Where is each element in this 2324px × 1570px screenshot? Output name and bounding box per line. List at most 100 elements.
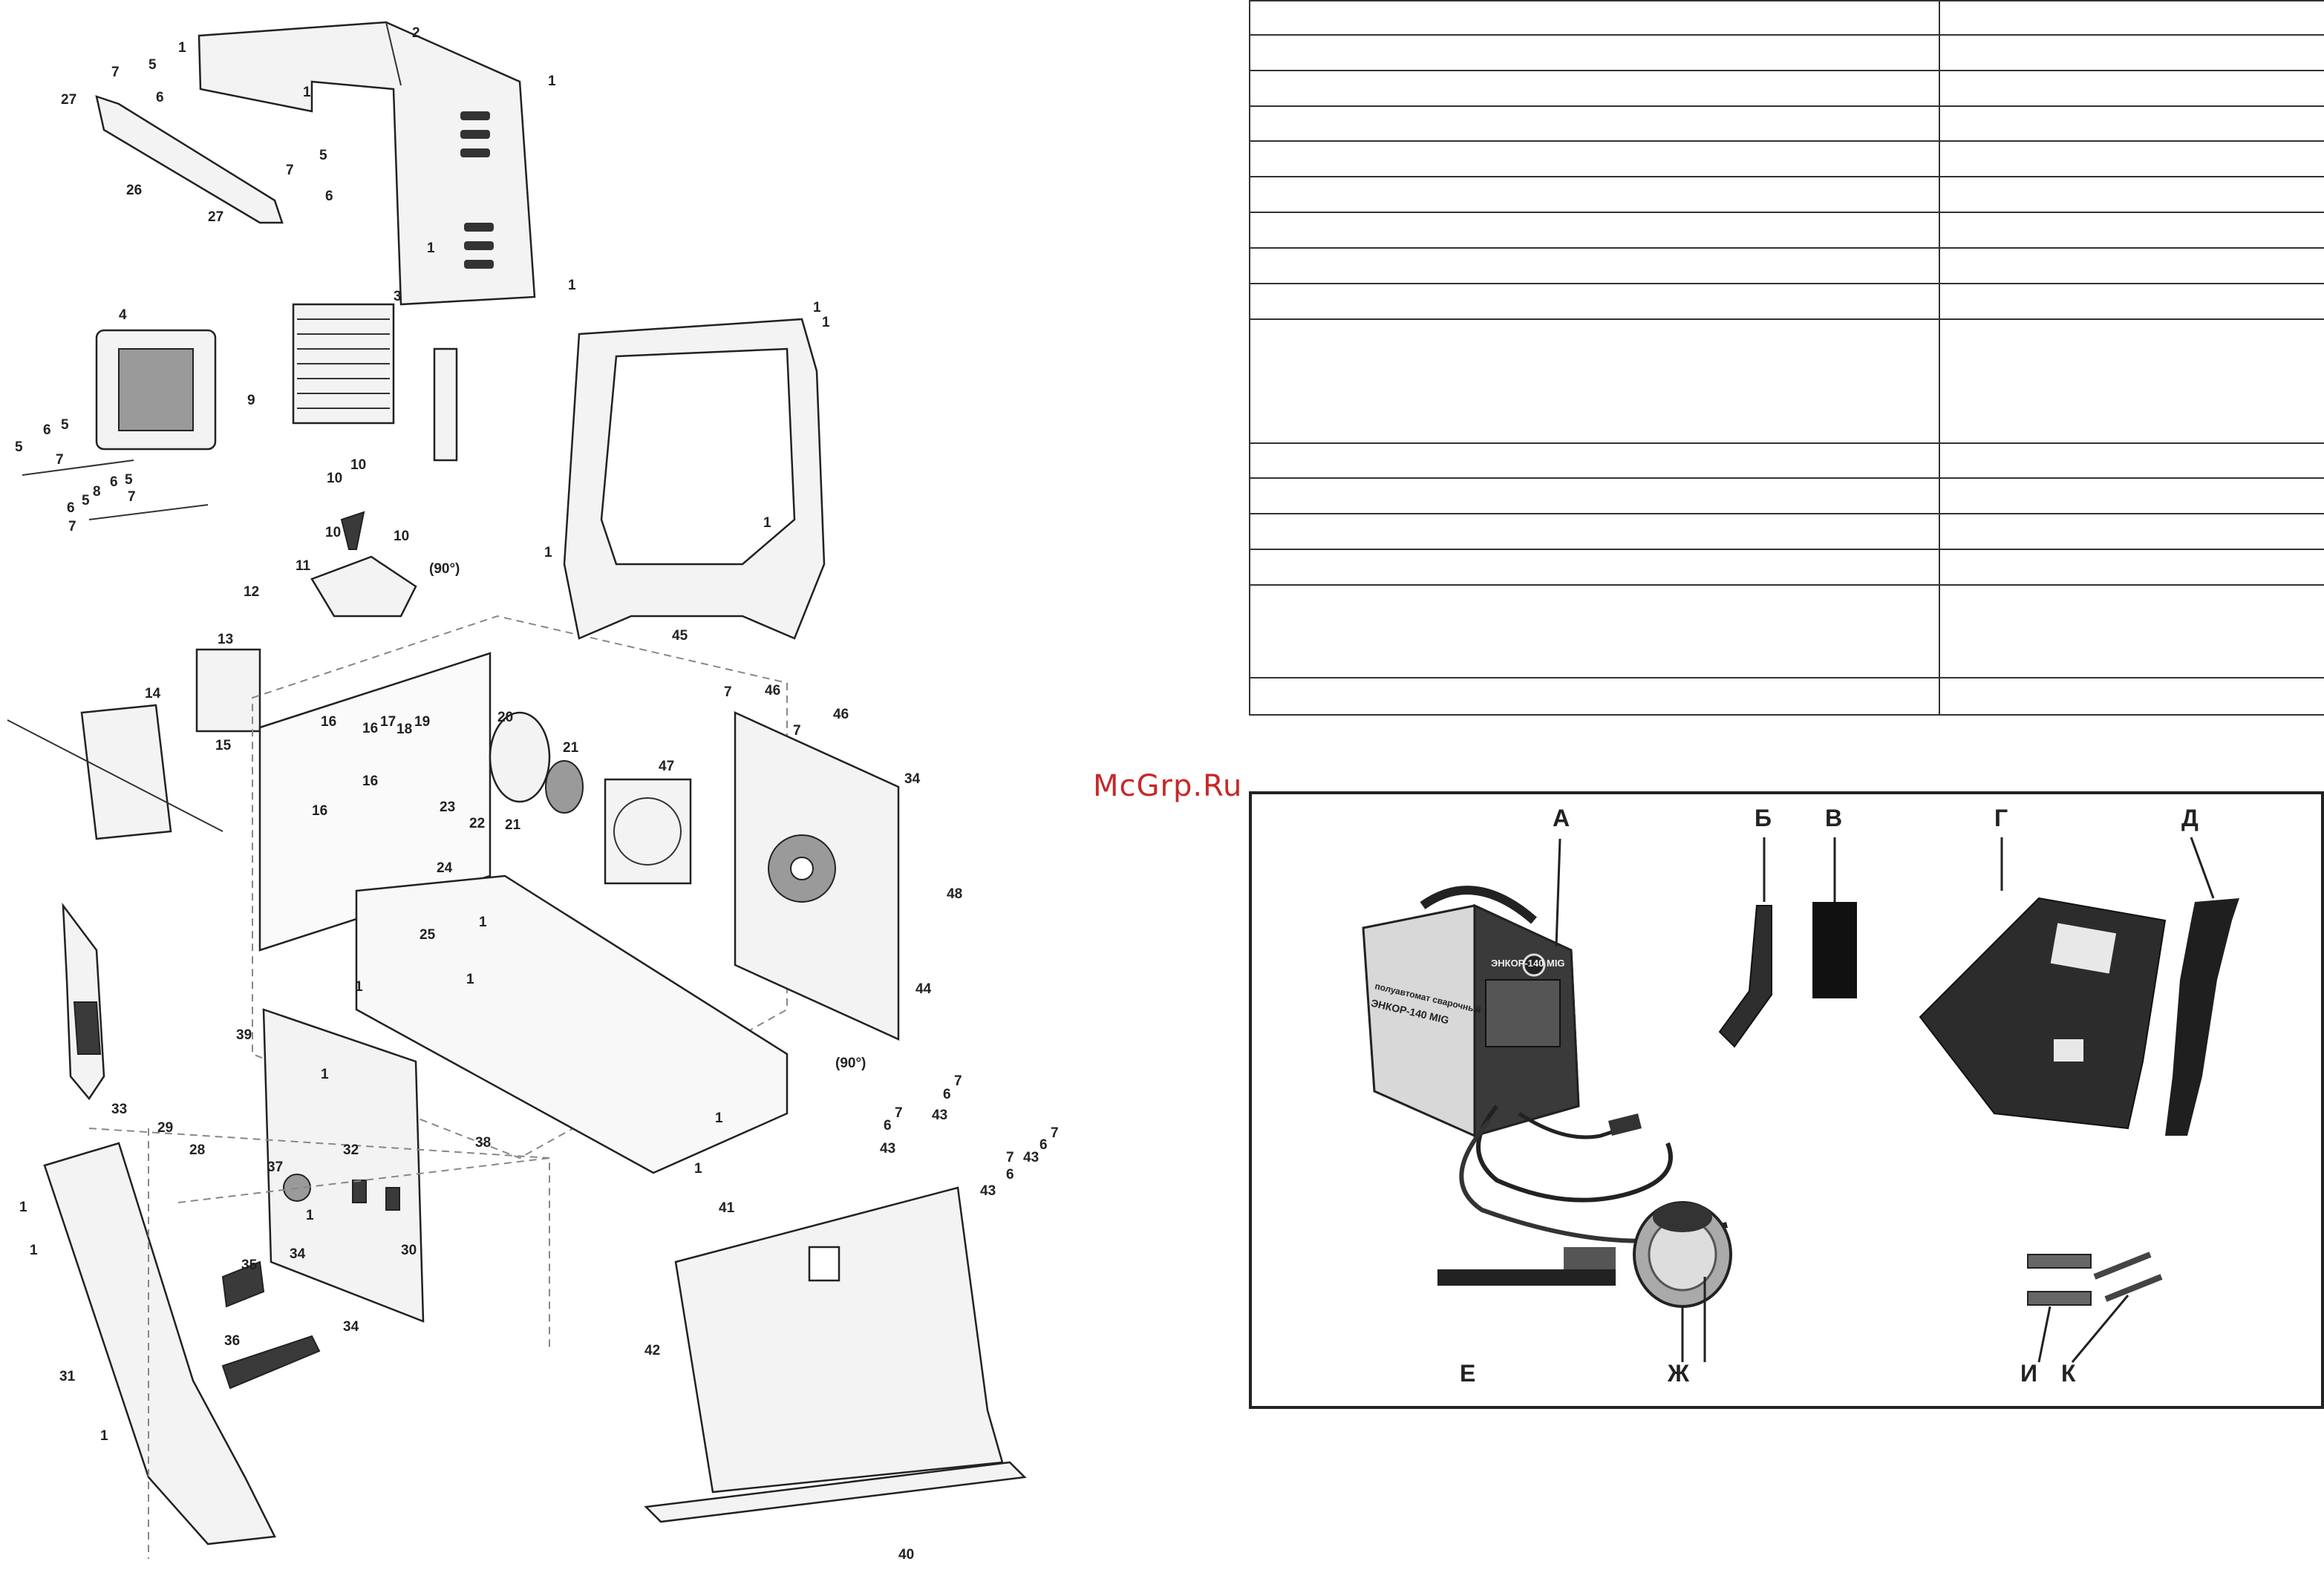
part-callout: 16 [362,773,378,789]
part-callout: 1 [306,1208,314,1223]
part-callout: 23 [440,799,455,815]
part-callout: 1 [813,300,821,315]
part-callout: 43 [1023,1150,1039,1165]
part-callout: 7 [128,489,136,505]
part-callout: 6 [67,500,75,516]
top-cover-part [198,21,536,306]
part-callout: 32 [343,1142,359,1158]
part-callout: 6 [1039,1137,1048,1153]
fan-part [604,778,692,885]
table-row [1249,212,2324,249]
table-row [1249,477,2324,515]
part-callout: 7 [1051,1125,1059,1141]
part-callout: 6 [43,422,51,438]
flange-part [489,711,584,814]
switch-block-part [310,511,417,618]
part-callout: 47 [659,759,674,774]
part-callout: 7 [1006,1150,1014,1165]
part-callout: 34 [290,1246,306,1262]
table-cell [1249,442,1940,480]
part-callout: 1 [303,85,311,100]
table-cell [1249,513,1940,551]
part-callout: 10 [350,457,366,473]
table-cell [1249,105,1940,143]
part-callout: 16 [312,803,327,819]
machine-panel-label: ЭНКОР-140 MIG [1491,958,1565,969]
table-cell [1939,549,2324,586]
part-callout: 30 [401,1243,417,1258]
table-cell [1249,176,1940,214]
table-cell [1939,676,2324,716]
kit-illustration: ЭНКОР-140 MIG полуавтомат сварочный ЭНКО… [1362,837,2239,1363]
part-callout: 31 [59,1369,76,1384]
table-row [1249,549,2324,586]
part-callout: 6 [884,1118,892,1134]
table-cell [1249,584,1940,678]
part-callout: (90°) [835,1056,866,1071]
part-callout: 1 [30,1243,38,1258]
part-callout: 6 [1006,1167,1014,1183]
table-cell [1249,33,1940,71]
part-callout: 40 [898,1547,914,1563]
heatsink-part [292,303,458,462]
table-cell [1249,212,1940,249]
table-cell [1939,33,2324,71]
part-callout: 41 [719,1200,735,1216]
part-callout: 1 [479,915,487,930]
part-callout: 21 [505,817,521,833]
chassis-part [252,615,789,1174]
table-cell [1939,247,2324,285]
table-row [1249,69,2324,107]
part-callout: 27 [208,209,223,225]
table-cell [1939,318,2324,444]
spec-table [1249,0,2324,716]
part-callout: 21 [563,740,579,756]
part-callout: 48 [947,886,962,902]
part-callout: 1 [694,1161,702,1177]
kit-label-K: К [2061,1360,2076,1387]
part-callout: 6 [110,474,118,490]
kit-label-E: Е [1460,1360,1476,1387]
wire-brush-image [1437,1247,1616,1286]
table-cell [1249,549,1940,586]
part-callout: 1 [548,73,556,89]
part-callout: (90°) [429,561,460,577]
part-callout: 13 [218,632,233,647]
table-row [1249,676,2324,716]
part-callout: 1 [466,972,474,987]
mains-plug-part [221,1260,265,1308]
part-callout: 25 [420,927,436,943]
screws-image [2093,1252,2163,1302]
part-callout: 1 [355,979,363,995]
part-callout: 39 [236,1027,252,1043]
part-callout: 11 [296,558,311,574]
kit-label-V: В [1825,805,1843,831]
part-callout: 8 [93,484,101,500]
table-cell [1249,283,1940,320]
part-callout: 12 [244,584,259,600]
exploded-parts-diagram: 1 2 1 1 7 5 6 27 26 5 7 6 27 1 1 1 4 3 9… [7,21,1059,1563]
part-callout: 6 [156,90,164,105]
table-row [1249,33,2324,71]
table-cell [1249,69,1940,107]
part-callout: 27 [61,92,76,108]
part-callout: 10 [394,529,409,544]
part-callout: 38 [475,1135,491,1151]
part-callout: 1 [568,278,576,293]
contact-tips-image [2027,1254,2092,1306]
mask-handle-image [2165,898,2239,1136]
table-cell [1939,69,2324,107]
knob-bracket-part [195,648,261,733]
part-callout: 33 [111,1102,127,1117]
part-callout: 9 [247,393,255,408]
kit-label-ZH: Ж [1668,1360,1689,1387]
part-callout: 5 [15,439,23,455]
table-row [1249,283,2324,320]
part-callout: 5 [148,57,157,73]
part-callout: 17 [380,714,396,730]
front-panel-part [262,1008,425,1323]
part-callout: 20 [497,710,513,725]
table-row [1249,247,2324,285]
part-callout: 15 [215,738,232,753]
table-cell [1939,477,2324,515]
